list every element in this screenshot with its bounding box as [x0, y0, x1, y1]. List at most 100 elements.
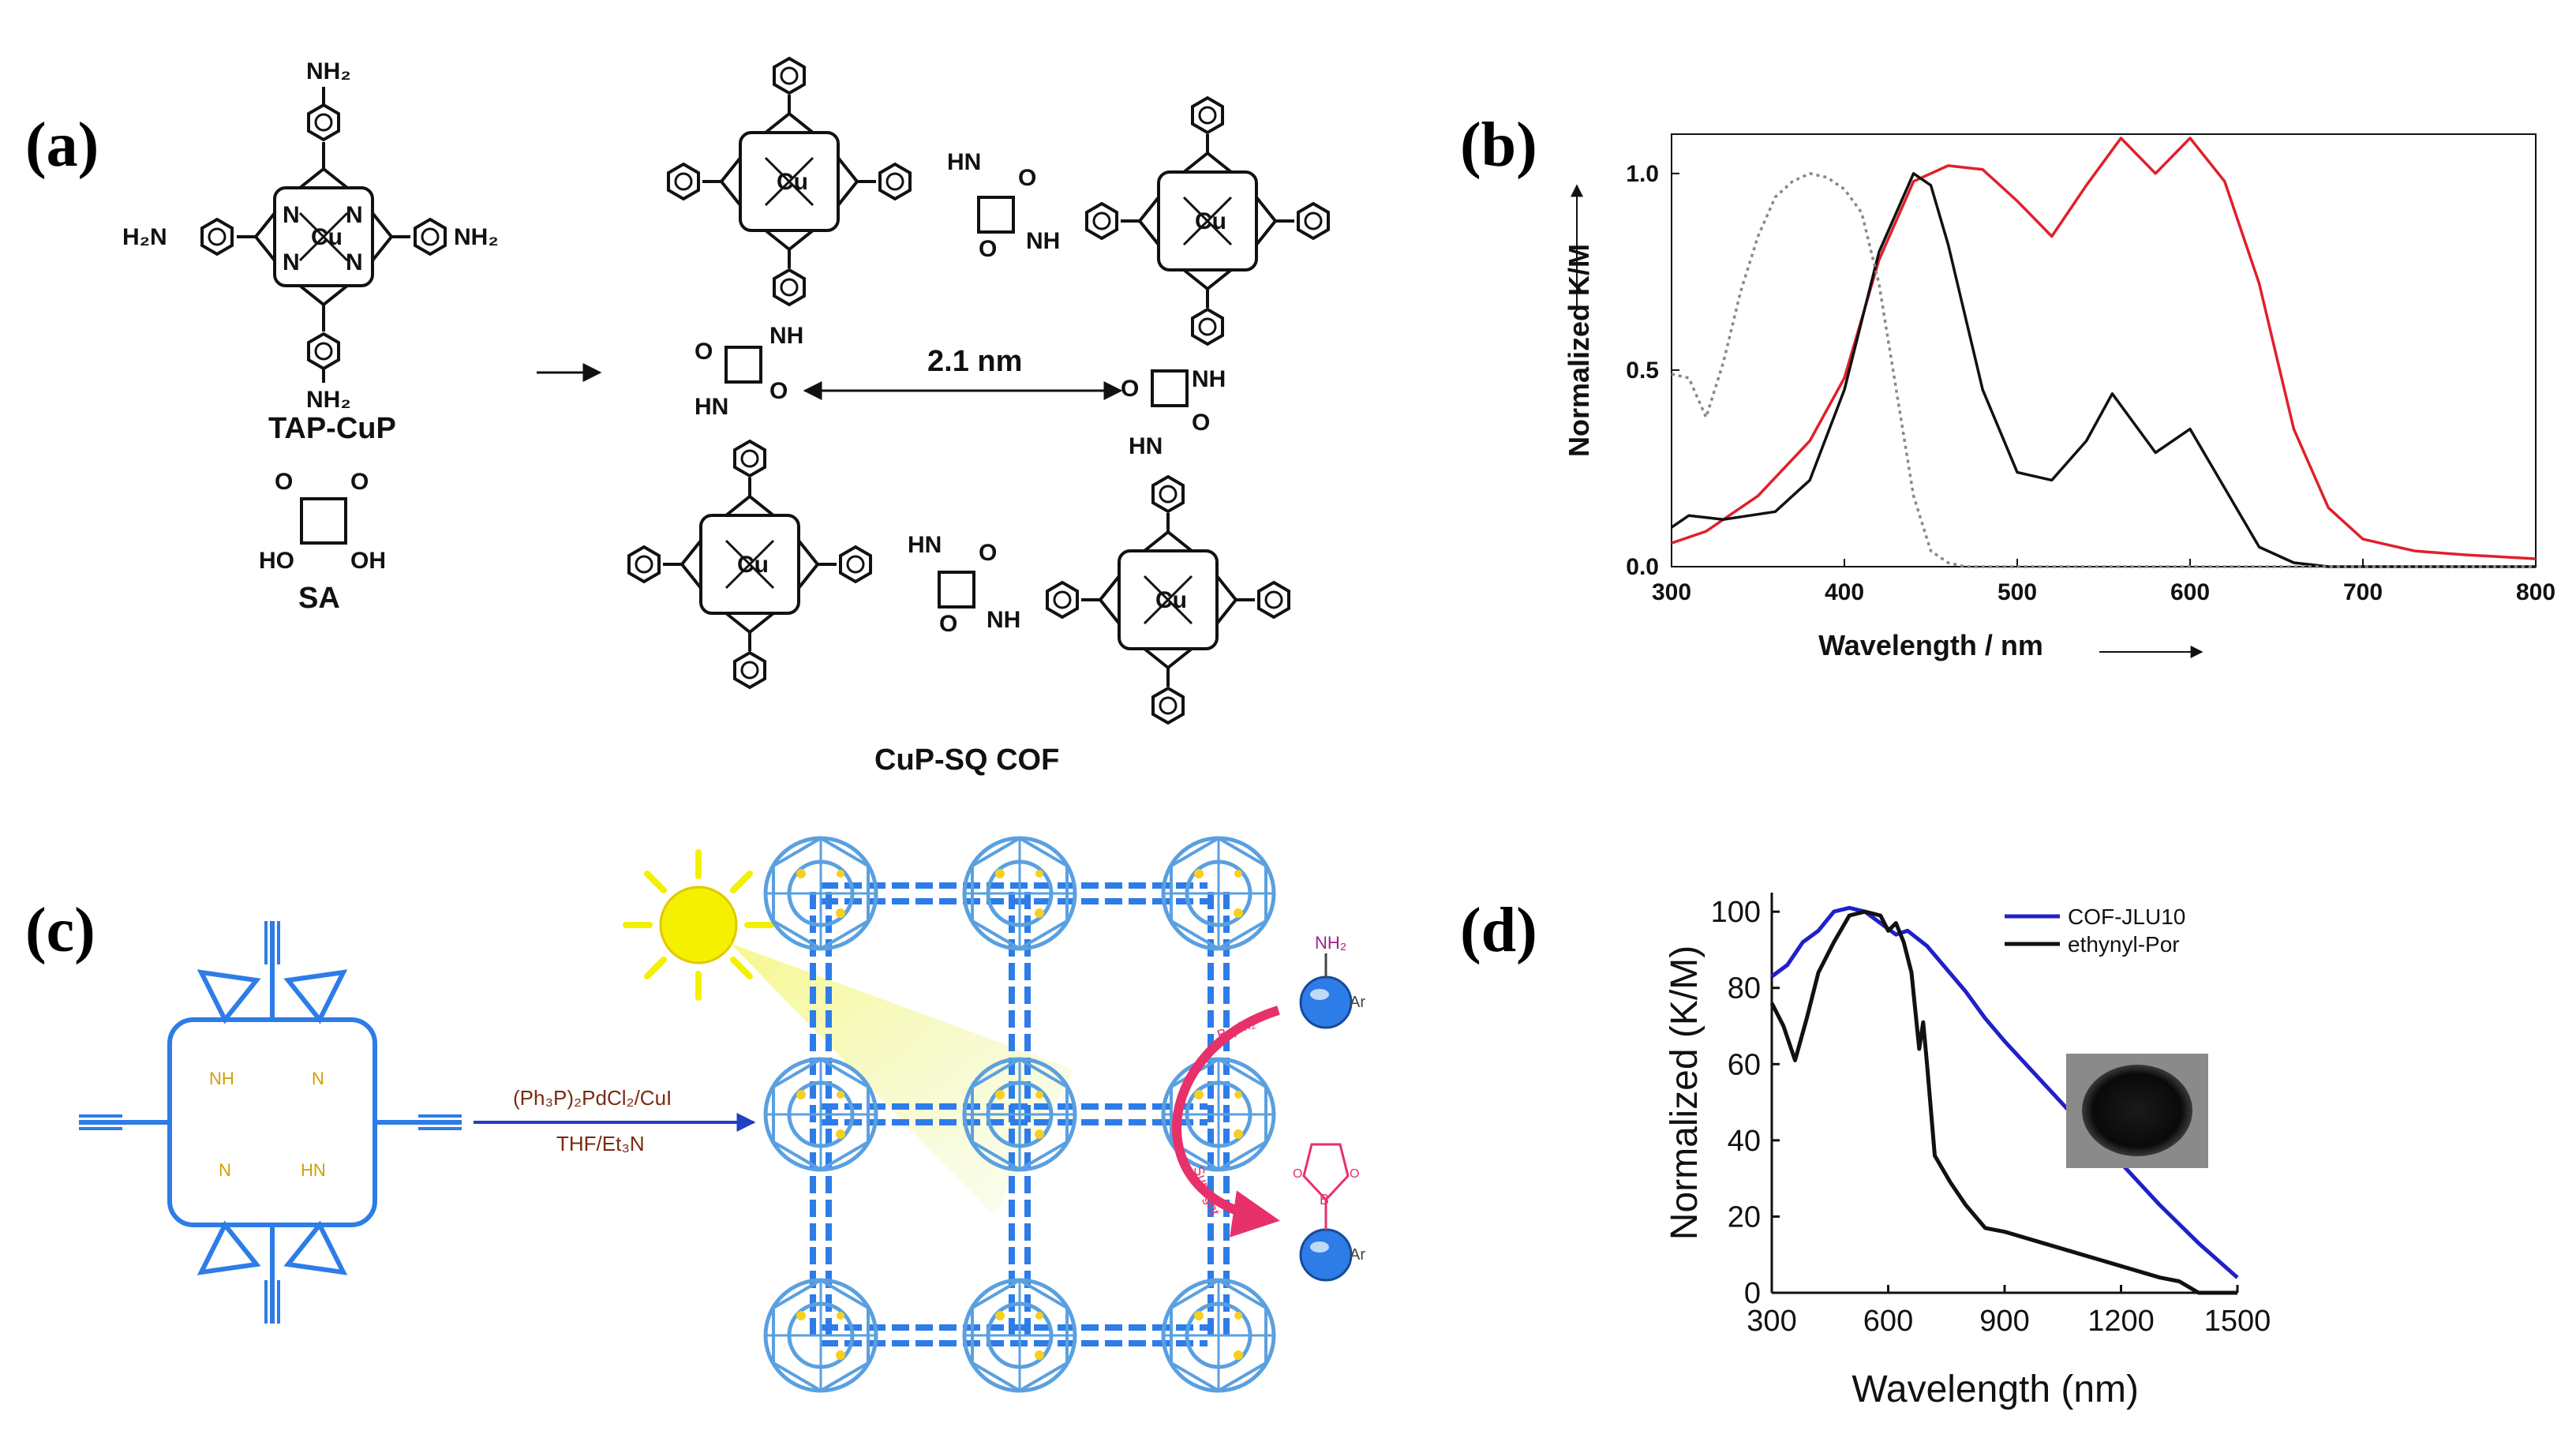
panel-d: (d) 300 600 900 1200 1500 0 20 40 60 80 100Wavelen… — [1460, 893, 2271, 1410]
link-nh: NH — [769, 323, 803, 349]
reagent-top: (Ph₃P)₂PdCl₂/CuI — [513, 1086, 672, 1110]
link-o: O — [939, 611, 957, 637]
link-o: O — [979, 236, 997, 262]
arrow-label-bottom: Sunlight — [1190, 1164, 1222, 1218]
sa-structure: O O HO OH — [259, 469, 386, 574]
plot-frame — [1671, 133, 2537, 567]
link-o: O — [769, 378, 788, 404]
y-axis-label: Normalized (K/M) — [1664, 946, 1705, 1240]
link-nh: NH — [987, 607, 1020, 633]
n-label: N — [283, 249, 300, 275]
sa-o1: O — [275, 469, 293, 495]
panel-b: (b) 300 400 500 600 700 800 0.0 0.5 1.0Wavelengt… — [1460, 110, 2555, 661]
sa-oh1: HO — [259, 548, 294, 574]
cu-label: Cu — [777, 169, 808, 195]
panel-c: (c) NH N N HN (Ph₃P)₂PdCl₂ — [25, 838, 1365, 1391]
y-axis-label: Normalized K/M — [1563, 244, 1595, 457]
panel-a-label: (a) — [25, 110, 99, 180]
aryl-amine-product: NH₂ Ar — [1299, 933, 1365, 1029]
link-hn: HN — [947, 149, 981, 175]
link-nh: NH — [1192, 366, 1226, 392]
o-label: O — [1350, 1167, 1359, 1181]
sa-o2: O — [350, 469, 369, 495]
x-tick-label: 400 — [1825, 579, 1864, 605]
sample-photo — [2066, 1054, 2208, 1168]
amine-bottom: NH₂ — [306, 387, 351, 413]
distance-label: 2.1 nm — [927, 345, 1022, 378]
legend-label: ethynyl-Por — [2068, 932, 2180, 957]
link-hn: HN — [695, 394, 728, 420]
monomer1-name: TAP-CuP — [268, 412, 396, 445]
n-label: N — [312, 1069, 324, 1088]
y-tick-label: 40 — [1728, 1125, 1761, 1158]
amine-top: NH₂ — [306, 58, 351, 84]
y-tick-label: 100 — [1711, 896, 1761, 929]
x-tick-label: 1500 — [2204, 1305, 2271, 1338]
y-tick-label: 60 — [1728, 1048, 1761, 1081]
ar-label: Ar — [1350, 1246, 1365, 1264]
n-label: N — [219, 1160, 231, 1180]
x-tick-label: 900 — [1979, 1305, 2029, 1338]
x-tick-label: 500 — [1998, 579, 2037, 605]
arrow-label-top: B₂pin₂ — [1215, 1015, 1258, 1043]
y-tick-label: 0 — [1744, 1277, 1761, 1310]
x-tick-label: 1200 — [2087, 1305, 2155, 1338]
y-tick-label: 80 — [1728, 972, 1761, 1005]
n-label: N — [283, 202, 300, 228]
series-line-2 — [1671, 172, 2536, 568]
x-axis-label: Wavelength / nm — [1818, 629, 2043, 661]
reagent-bottom: THF/Et₃N — [556, 1132, 645, 1155]
panel-b-label: (b) — [1460, 110, 1537, 180]
y-tick-label: 0.0 — [1626, 554, 1659, 580]
nh2-label: NH₂ — [1315, 933, 1346, 953]
cup-sq-cof-structure: Cu Cu — [627, 57, 1330, 725]
cu-label: Cu — [737, 552, 769, 578]
x-axis-label: Wavelength (nm) — [1852, 1369, 2139, 1410]
x-tick-label: 300 — [1747, 1305, 1796, 1338]
panel-c-label: (c) — [25, 896, 95, 965]
link-hn: HN — [908, 532, 942, 558]
cu-label: Cu — [1155, 587, 1187, 613]
series-line-0 — [1671, 137, 2537, 560]
product-name: CuP-SQ COF — [874, 743, 1059, 777]
hn-label: HN — [301, 1160, 326, 1180]
legend-label: COF-JLU10 — [2068, 904, 2185, 929]
y-tick-label: 20 — [1728, 1200, 1761, 1234]
b-label: B — [1320, 1192, 1329, 1208]
aryl-boronate-product: B O O Ar — [1293, 1143, 1365, 1282]
n-label: N — [346, 202, 363, 228]
series-line-1 — [1671, 172, 2536, 568]
monomer2-name: SA — [298, 582, 340, 615]
nh-label: NH — [209, 1069, 234, 1088]
x-tick-label: 600 — [1863, 1305, 1913, 1338]
link-o: O — [1018, 165, 1036, 191]
link-o: O — [1121, 376, 1139, 402]
amine-right: NH₂ — [454, 224, 499, 250]
o-label: O — [1293, 1167, 1302, 1181]
x-tick-label: 800 — [2516, 579, 2555, 605]
y-tick-label: 1.0 — [1626, 161, 1659, 187]
x-tick-label: 700 — [2343, 579, 2383, 605]
tap-cup-structure: Cu N N N N NH₂ NH₂ H₂N NH₂ — [122, 58, 499, 413]
x-tick-label: 600 — [2170, 579, 2210, 605]
panel-d-label: (d) — [1460, 896, 1537, 965]
series-line-ethynyl-por — [1769, 909, 2237, 1295]
cof-framework — [766, 838, 1274, 1391]
ar-label: Ar — [1350, 994, 1365, 1011]
sa-oh2: OH — [350, 548, 386, 574]
n-label: N — [346, 249, 363, 275]
link-o: O — [695, 339, 713, 365]
light-beam — [730, 943, 1073, 1215]
link-o: O — [1192, 410, 1210, 436]
amine-left: H₂N — [122, 224, 167, 250]
panel-a: (a) Cu N N N N NH₂ NH₂ H₂N NH₂ TAP-CuP — [25, 57, 1330, 777]
link-hn: HN — [1129, 433, 1163, 459]
chart-d: 300 600 900 1200 1500 0 20 40 60 80 100Wavelength … — [1664, 893, 2271, 1410]
cu-label: Cu — [311, 224, 343, 250]
y-tick-label: 0.5 — [1626, 358, 1659, 384]
catalysis-arrow — [1172, 1005, 1280, 1238]
ethynyl-porphyrin-structure: NH N N HN — [79, 921, 462, 1324]
x-tick-label: 300 — [1652, 579, 1691, 605]
